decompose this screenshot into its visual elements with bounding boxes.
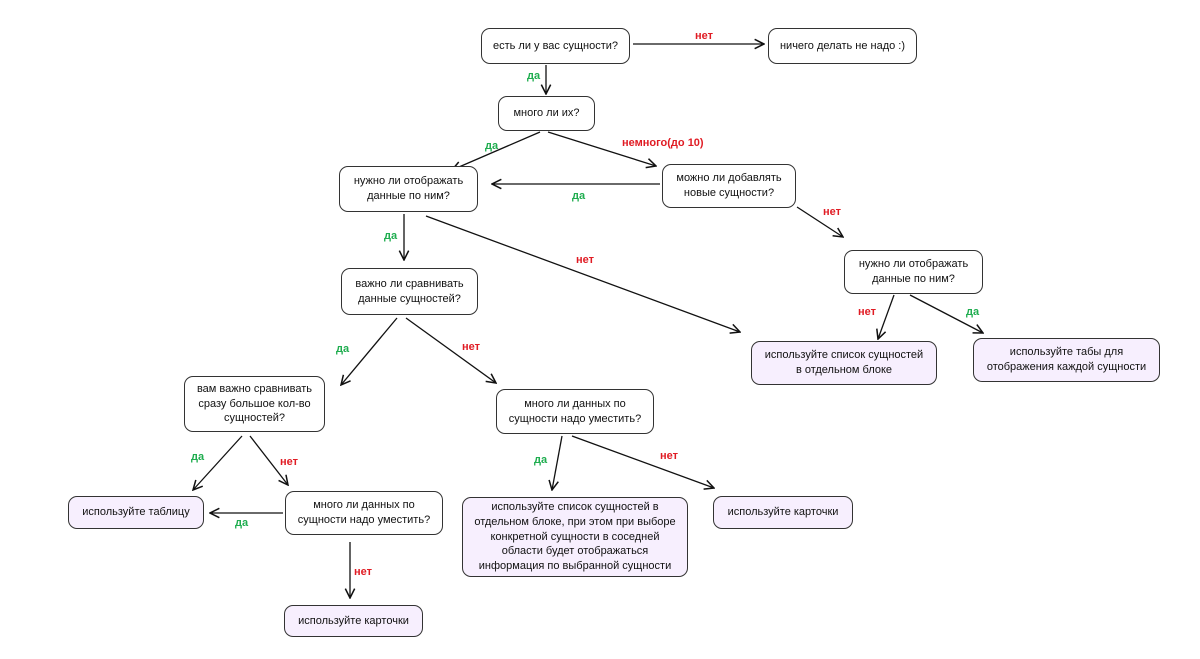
node-answer-list-detail: используйте список сущностей в отдельном… [462,497,688,577]
edge-label-comparemany-no: нет [280,456,299,468]
node-much-data-mid: много ли данных по сущности надо уместит… [496,389,654,434]
edge-label-showright-yes: да [966,306,980,318]
edge-comparemany-no [249,435,288,485]
edge-muchmid-no [571,435,714,488]
edge-showright-yes [909,294,983,333]
edge-comparemany-yes [193,435,243,490]
edge-label-many-few: немного(до 10) [622,137,704,149]
edge-canadd-no [796,206,843,237]
node-answer-list-block: используйте список сущностей в отдельном… [751,341,937,385]
edge-label-showright-no: нет [858,306,877,318]
node-answer-cards-bottom: используйте карточки [284,605,423,637]
edge-label-canadd-yes: да [572,190,586,202]
node-compare-many: вам важно сравнивать сразу большое кол-в… [184,376,325,432]
edge-many-yes [452,131,541,170]
edge-label-many-yes: да [485,140,499,152]
edge-label-muchleft-yes: да [235,517,249,529]
edge-muchmid-yes [552,435,563,490]
edge-label-muchleft-no: нет [354,566,373,578]
edge-label-have-no: нет [695,30,714,42]
node-have-entities: есть ли у вас сущности? [481,28,630,64]
edge-many-few [547,131,656,166]
node-much-data-left: много ли данных по сущности надо уместит… [285,491,443,535]
edge-label-show-yes: да [384,230,398,242]
node-compare: важно ли сравнивать данные сущностей? [341,268,478,315]
node-how-many: много ли их? [498,96,595,131]
node-answer-table: используйте таблицу [68,496,204,529]
edge-label-have-yes: да [527,70,541,82]
edge-label-compare-no: нет [462,341,481,353]
edge-show-no [425,215,740,332]
edge-label-show-no: нет [576,254,595,266]
edge-label-canadd-no: нет [823,206,842,218]
edge-label-comparemany-yes: да [191,451,205,463]
edge-compare-yes [341,317,398,385]
node-nothing-needed: ничего делать не надо :) [768,28,917,64]
node-show-data-right: нужно ли отображать данные по ним? [844,250,983,294]
node-can-add: можно ли добавлять новые сущности? [662,164,796,208]
edge-label-muchmid-yes: да [534,454,548,466]
edge-showright-no [878,294,895,339]
edge-label-compare-yes: да [336,343,350,355]
node-answer-cards-mid: используйте карточки [713,496,853,529]
edge-compare-no [405,317,496,383]
node-show-data: нужно ли отображать данные по ним? [339,166,478,212]
edge-label-muchmid-no: нет [660,450,679,462]
node-answer-tabs: используйте табы для отображения каждой … [973,338,1160,382]
